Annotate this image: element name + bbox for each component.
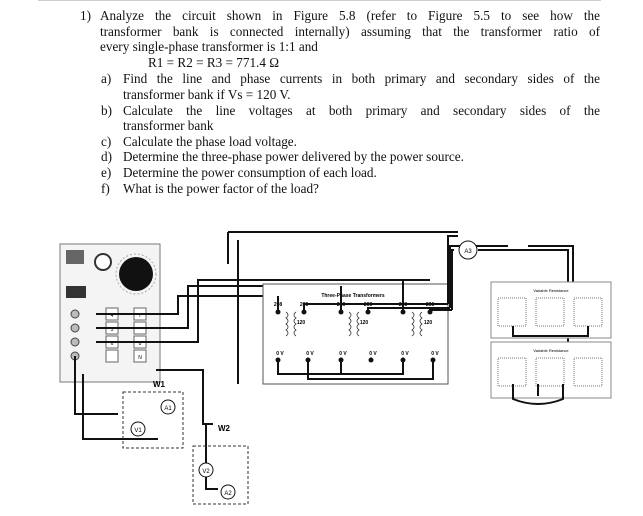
t1-0v-a: 0 V [276, 351, 284, 357]
circuit-figure: 4 5 6 7 8 N W1 A1 V1 W2 V2 A2 Three-Phas… [58, 224, 618, 514]
wattmeter-w2-label: W2 [218, 424, 231, 433]
voltmeter-v2-label: V2 [202, 469, 210, 475]
supply-num-5: 5 [111, 327, 114, 333]
transformer-title: Three-Phase Transformers [321, 293, 385, 299]
resistance-equation: R1 = R2 = R3 = 771.4 Ω [148, 54, 280, 70]
supply-display [66, 286, 86, 298]
sub-label-f: f) [101, 180, 110, 196]
question-line-1: Analyze the circuit shown in Figure 5.8 … [100, 8, 600, 23]
sub-a-line-1: Find the line and phase currents in both… [123, 71, 600, 87]
t2-120: 120 [360, 320, 369, 326]
supply-num-8: 8 [139, 341, 142, 347]
sub-a-line-2: transformer bank if Vs = 120 V. [123, 86, 291, 102]
ammeter-a3-label: A3 [464, 249, 472, 255]
sub-label-b: b) [101, 102, 112, 118]
sub-b-line-2: transformer bank [123, 118, 214, 134]
question-number: 1) [80, 8, 91, 23]
sub-label-a: a) [101, 71, 112, 87]
t1-0v-b: 0 V [306, 351, 314, 357]
t3-0v-a: 0 V [401, 351, 409, 357]
sub-question-f: f) What is the power factor of the load? [80, 181, 600, 197]
sub-c-line-1: Calculate the phase load voltage. [123, 133, 297, 149]
question-block: 1) Analyze the circuit shown in Figure 5… [80, 8, 600, 196]
sub-question-e: e) Determine the power consumption of ea… [80, 165, 600, 181]
question-line-3: every single-phase transformer is 1:1 an… [100, 39, 318, 55]
load-wires [512, 326, 589, 405]
ammeter-a1-icon [160, 399, 176, 415]
question-header: 1) Analyze the circuit shown in Figure 5… [80, 8, 600, 70]
sub-label-c: c) [101, 133, 112, 149]
sub-e-line-1: Determine the power consumption of each … [123, 164, 377, 180]
t3-0v-b: 0 V [431, 351, 439, 357]
sub-label-e: e) [101, 164, 112, 180]
supply-num-7: 7 [139, 313, 142, 319]
sub-question-a: a) Find the line and phase currents in b… [80, 71, 600, 102]
wattmeter-w1-box [122, 391, 184, 449]
t2-0v-b: 0 V [369, 351, 377, 357]
sub-questions: a) Find the line and phase currents in b… [80, 71, 600, 196]
sub-question-c: c) Calculate the phase load voltage. [80, 134, 600, 150]
sub-f-line-1: What is the power factor of the load? [123, 180, 319, 196]
sub-d-line-1: Determine the three-phase power delivere… [123, 149, 464, 165]
sub-question-d: d) Determine the three-phase power deliv… [80, 149, 600, 165]
resistance-2-label: Variable Resistance [533, 348, 569, 353]
top-border-line [38, 0, 601, 1]
transformer-coils [285, 311, 423, 337]
sub-b-line-1: Calculate the line voltages at both prim… [123, 102, 600, 118]
supply-wires [74, 279, 430, 490]
resistance-module-2: Variable Resistance [490, 341, 612, 399]
sub-label-d: d) [101, 149, 112, 165]
voltage-knob [119, 257, 153, 291]
voltmeter-v2-icon [198, 462, 214, 478]
voltmeter-v1-label: V1 [134, 428, 142, 434]
transformer-module: Three-Phase Transformers 208 208 208 208… [262, 283, 449, 385]
resistance-module-1: Variable Resistance [490, 281, 612, 339]
power-icon [94, 253, 112, 271]
transformer-wires [277, 249, 454, 380]
resistance-1-label: Variable Resistance [533, 288, 569, 293]
wattmeter-w2-box [192, 445, 249, 505]
circuit-diagram: 4 5 6 7 8 N W1 A1 V1 W2 V2 A2 Three-Phas… [59, 231, 612, 505]
supply-switch-icon [66, 250, 84, 264]
ammeter-a2-icon [220, 484, 236, 500]
wattmeter-w1-label: W1 [153, 380, 166, 389]
supply-num-6: 6 [111, 341, 114, 347]
t1-120: 120 [297, 320, 306, 326]
sub-question-b: b) Calculate the line voltages at both p… [80, 103, 600, 134]
supply-num-n: N [138, 355, 142, 361]
voltmeter-v1-icon [130, 421, 146, 437]
t3-120: 120 [424, 320, 433, 326]
supply-num-4: 4 [111, 313, 114, 319]
ammeter-a2-label: A2 [224, 491, 232, 497]
ammeter-a1-label: A1 [164, 406, 172, 412]
ammeter-a3-icon [458, 240, 478, 260]
t2-0v-a: 0 V [339, 351, 347, 357]
question-line-2: transformer bank is connected internally… [100, 23, 600, 39]
